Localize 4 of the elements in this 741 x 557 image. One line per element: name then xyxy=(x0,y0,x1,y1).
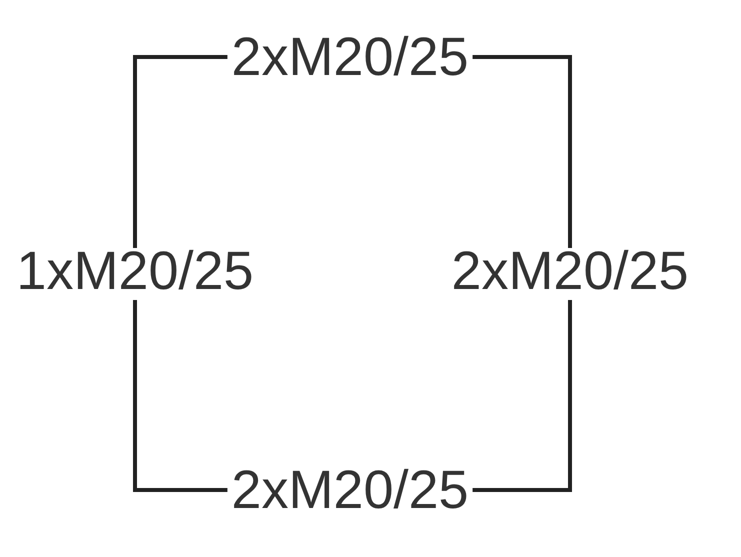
thread-size-label: 2xM20/25 xyxy=(231,463,469,517)
thread-size-label: 2xM20/25 xyxy=(451,244,689,298)
thread-size-label: 1xM20/25 xyxy=(16,244,254,298)
thread-size-label: 2xM20/25 xyxy=(231,30,469,84)
